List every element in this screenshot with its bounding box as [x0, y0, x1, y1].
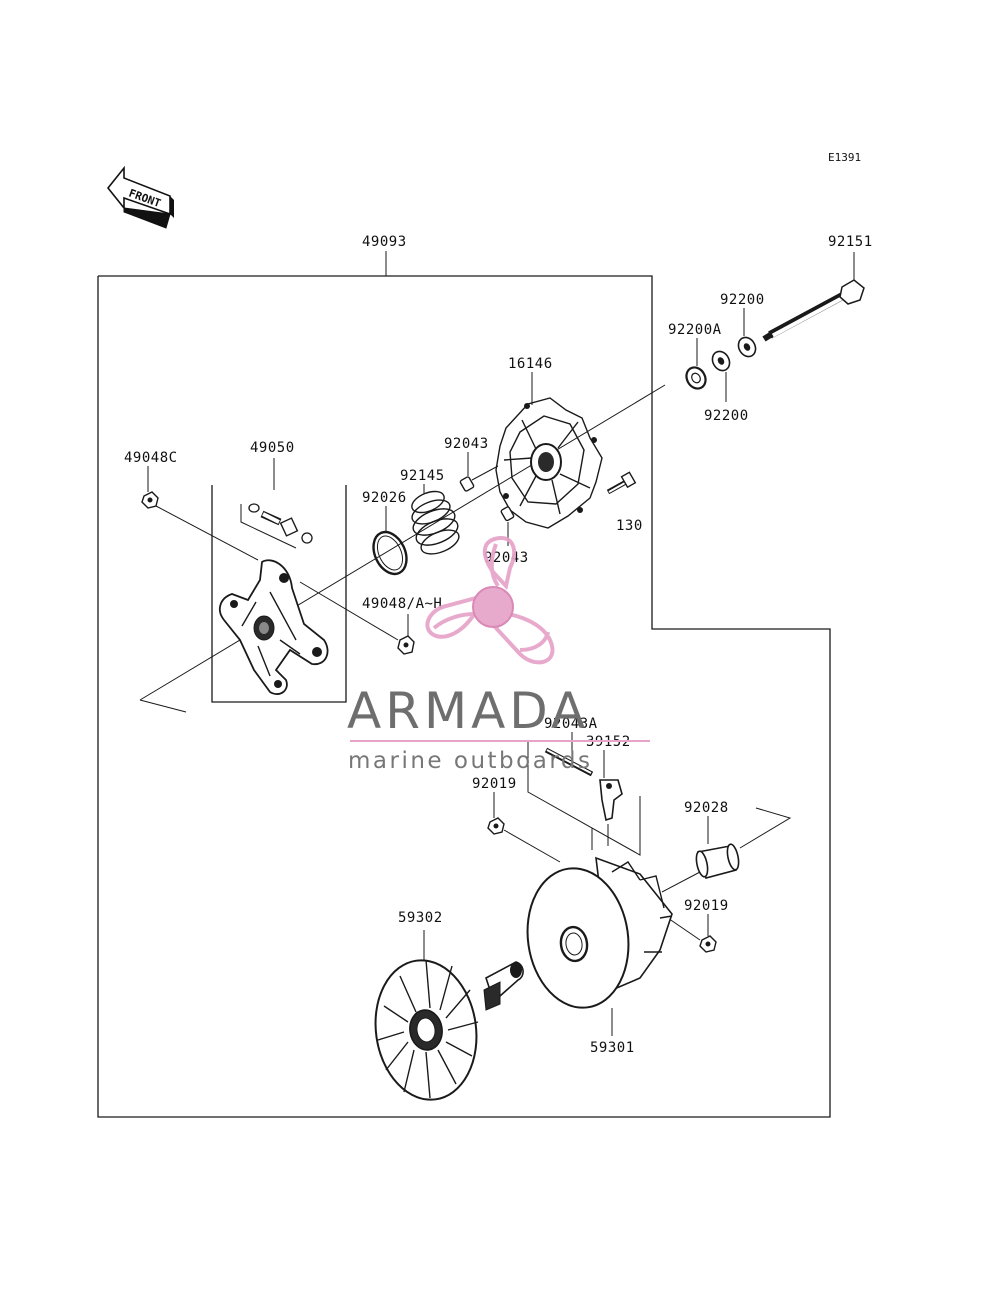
label-59301: 59301 [590, 1040, 635, 1056]
diagram-code: E1391 [828, 151, 861, 164]
label-92145: 92145 [400, 468, 445, 484]
label-16146: 16146 [508, 356, 553, 372]
armada-logo-icon [425, 536, 555, 665]
label-92019-lower: 92019 [684, 898, 729, 914]
pin-92043-upper [459, 476, 475, 492]
weight-arm-39152 [599, 779, 623, 822]
nut-92019-lower [699, 935, 717, 953]
label-49048AH: 49048/A~H [362, 596, 442, 612]
cover-16146 [495, 397, 603, 529]
nut-49048C [141, 491, 159, 509]
washer-92200-bottom [711, 350, 731, 372]
label-49093: 49093 [362, 234, 407, 250]
watermark-brand: ARMADA [347, 682, 589, 740]
label-130: 130 [616, 518, 643, 534]
assembly-frame [97, 275, 831, 1118]
screw-130 [606, 471, 637, 495]
sheave-59301 [526, 856, 673, 1009]
label-49050: 49050 [250, 440, 295, 456]
sheave-59302 [374, 959, 524, 1101]
bushing-92028 [695, 843, 740, 879]
nut-49048AH [397, 635, 415, 655]
bearing-92200A [685, 366, 707, 390]
label-92151: 92151 [828, 234, 873, 250]
roller-pin-set-49050 [240, 503, 313, 549]
ring-92026 [372, 530, 408, 576]
label-49048C: 49048C [124, 450, 178, 466]
label-92043A: 92043A [544, 716, 598, 732]
label-92200-top: 92200 [720, 292, 765, 308]
pin-92043-lower [500, 506, 515, 522]
spring-92145 [411, 490, 460, 555]
label-59302: 59302 [398, 910, 443, 926]
bolt-92151 [762, 279, 865, 342]
label-92026: 92026 [362, 490, 407, 506]
label-92200A: 92200A [668, 322, 722, 338]
sub-assembly-bracket [211, 485, 347, 703]
label-92028: 92028 [684, 800, 729, 816]
label-92200-bottom: 92200 [704, 408, 749, 424]
spider-arm-49050 [218, 559, 329, 695]
label-92019-upper: 92019 [472, 776, 517, 792]
label-92043-upper: 92043 [444, 436, 489, 452]
nut-92019-upper [487, 817, 505, 835]
pin-92043A [544, 747, 594, 777]
front-arrow-icon: FRONT [106, 165, 174, 229]
watermark-tagline: marine outboards [348, 748, 592, 774]
washer-92200-top [737, 336, 757, 358]
